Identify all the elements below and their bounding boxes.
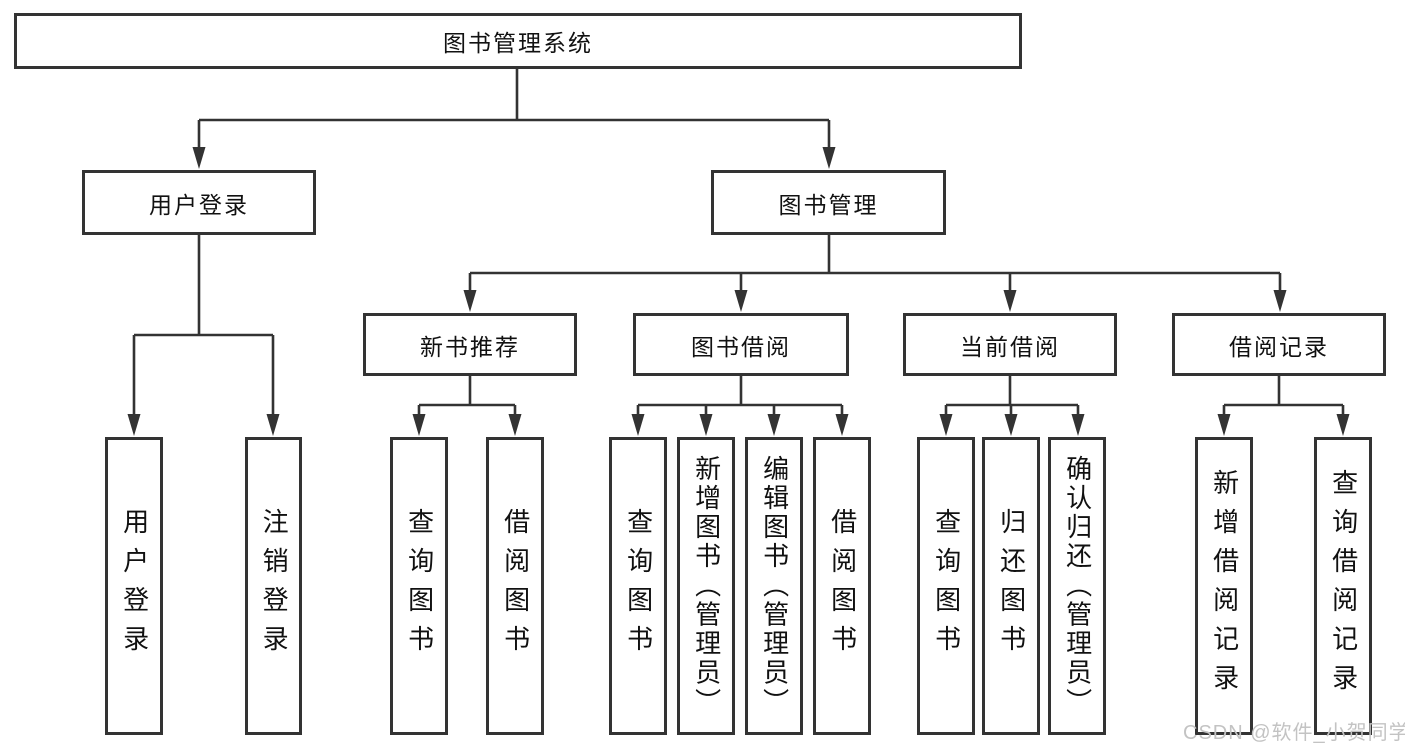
node-book-borrowing: 图书借阅 (633, 313, 849, 376)
leaf-return-book: 归还图书 (982, 437, 1040, 735)
leaf-query-borrow-record: 查询借阅记录 (1314, 437, 1372, 735)
node-user-login-label: 用户登录 (149, 191, 249, 218)
csdn-watermark: CSDN @软件_小贺同学 (1183, 722, 1405, 744)
leaf-query-books-newbook-label: 查询图书 (404, 508, 435, 664)
leaf-logout-label: 注销登录 (259, 508, 290, 664)
leaf-user-login: 用户登录 (105, 437, 163, 735)
leaf-query-books-newbook: 查询图书 (390, 437, 448, 735)
leaf-logout: 注销登录 (245, 437, 302, 735)
leaf-confirm-return-admin: 确认归还（管理员） (1048, 437, 1106, 735)
arrowheads (127, 147, 1350, 436)
tree-edges (132, 68, 1345, 418)
node-book-management: 图书管理 (711, 170, 946, 235)
node-book-borrowing-label: 图书借阅 (691, 333, 791, 360)
leaf-add-borrow-record-label: 新增借阅记录 (1209, 469, 1240, 703)
node-book-management-label: 图书管理 (778, 191, 879, 218)
leaf-edit-book-admin-label: 编辑图书（管理员） (759, 455, 790, 717)
leaf-query-books-current-label: 查询图书 (931, 508, 962, 664)
node-current-borrowing-label: 当前借阅 (960, 333, 1060, 360)
leaf-borrow-books-borrow: 借阅图书 (813, 437, 871, 735)
leaf-borrow-books-newbook: 借阅图书 (486, 437, 544, 735)
leaf-return-book-label: 归还图书 (996, 508, 1027, 664)
leaf-query-books-borrow: 查询图书 (609, 437, 667, 735)
leaf-add-borrow-record: 新增借阅记录 (1195, 437, 1253, 735)
leaf-confirm-return-admin-label: 确认归还（管理员） (1062, 455, 1093, 717)
node-new-book-recommendation: 新书推荐 (363, 313, 577, 376)
node-root: 图书管理系统 (14, 13, 1022, 69)
node-new-book-recommendation-label: 新书推荐 (420, 333, 520, 360)
leaf-query-books-borrow-label: 查询图书 (623, 508, 654, 664)
leaf-add-book-admin-label: 新增图书（管理员） (691, 455, 722, 717)
leaf-add-book-admin: 新增图书（管理员） (677, 437, 735, 735)
node-user-login: 用户登录 (82, 170, 316, 235)
leaf-user-login-label: 用户登录 (119, 508, 150, 664)
node-borrowing-records: 借阅记录 (1172, 313, 1386, 376)
leaf-borrow-books-borrow-label: 借阅图书 (827, 508, 858, 664)
leaf-borrow-books-newbook-label: 借阅图书 (500, 508, 531, 664)
node-borrowing-records-label: 借阅记录 (1229, 333, 1329, 360)
leaf-query-books-current: 查询图书 (917, 437, 975, 735)
node-root-label: 图书管理系统 (443, 30, 593, 56)
leaf-query-borrow-record-label: 查询借阅记录 (1328, 469, 1359, 703)
leaf-edit-book-admin: 编辑图书（管理员） (745, 437, 803, 735)
node-current-borrowing: 当前借阅 (903, 313, 1117, 376)
